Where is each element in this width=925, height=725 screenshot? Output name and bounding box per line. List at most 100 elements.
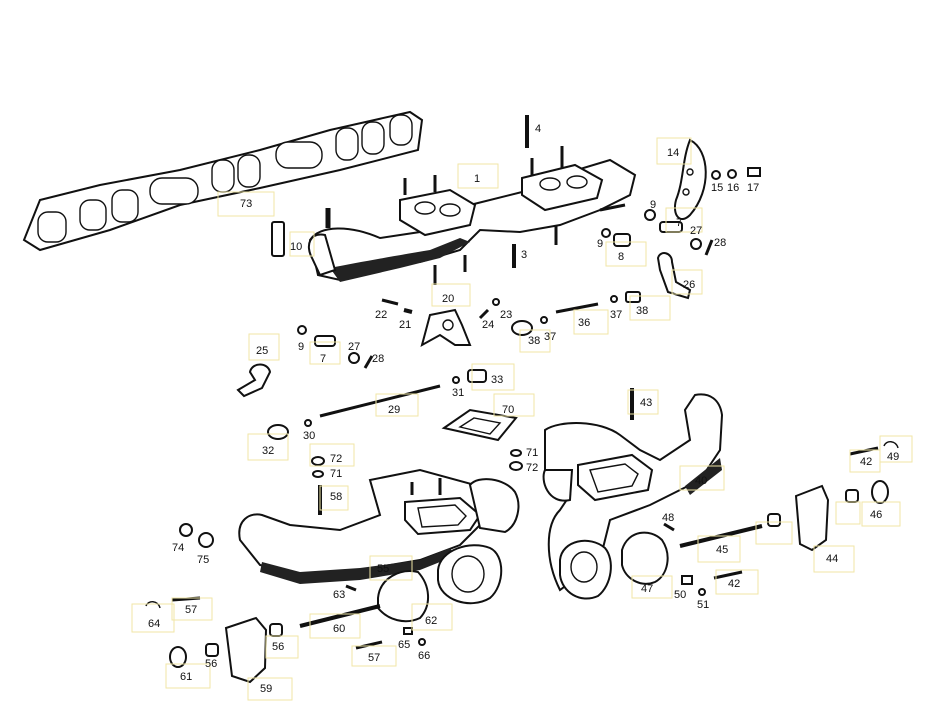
nut-72a — [311, 456, 325, 466]
bracket-20 — [420, 308, 472, 348]
bushing-56a — [205, 643, 219, 657]
cap-32 — [267, 424, 289, 440]
pin-57b — [355, 640, 383, 650]
label-17: 17 — [747, 182, 759, 194]
label-66: 66 — [418, 650, 430, 662]
pin-48 — [663, 522, 675, 532]
nut-33 — [467, 369, 487, 383]
label-32: 32 — [262, 445, 274, 457]
washer-27a — [690, 238, 702, 250]
screw-22 — [381, 298, 399, 306]
part-labels: 1 3 4 14 15 16 17 9 7 27 28 9 8 26 10 73… — [131, 123, 913, 701]
flap-44 — [794, 484, 830, 552]
label-24: 24 — [482, 319, 494, 331]
spring-46 — [871, 480, 889, 504]
washer-37a — [610, 295, 618, 303]
label-29: 29 — [388, 404, 400, 416]
label-63: 63 — [333, 589, 345, 601]
label-65: 65 — [398, 639, 410, 651]
intake-manifold-1 — [307, 146, 637, 285]
heat-shield-14 — [674, 138, 707, 220]
label-56b: 56 — [272, 641, 284, 653]
label-8: 8 — [618, 251, 624, 263]
label-9a: 9 — [650, 199, 656, 211]
boot-60 — [299, 570, 429, 628]
washer-51 — [698, 588, 706, 596]
washer-31 — [452, 376, 460, 384]
nut-16 — [727, 169, 737, 179]
label-71b: 71 — [526, 447, 538, 459]
label-51: 51 — [697, 599, 709, 611]
label-55: 55 — [377, 563, 389, 575]
clip-64 — [145, 601, 161, 609]
washer-74 — [179, 523, 193, 537]
nut-65 — [403, 627, 413, 635]
label-58: 58 — [330, 491, 342, 503]
label-28a: 28 — [714, 237, 726, 249]
label-7b: 7 — [320, 353, 326, 365]
stud-10 — [271, 221, 285, 257]
label-38b: 38 — [528, 335, 540, 347]
nut-75 — [198, 532, 214, 548]
spring-21 — [403, 308, 413, 314]
label-30: 30 — [303, 430, 315, 442]
bracket-25 — [236, 363, 272, 398]
label-23: 23 — [500, 309, 512, 321]
label-75: 75 — [197, 554, 209, 566]
washer-27b — [348, 352, 360, 364]
bushing-56b — [269, 623, 283, 637]
washer-15 — [711, 170, 721, 180]
label-72a: 72 — [330, 453, 342, 465]
label-33: 33 — [491, 374, 503, 386]
label-9b: 9 — [597, 238, 603, 250]
exhaust-manifold-55 — [238, 468, 520, 584]
label-42a: 42 — [860, 456, 872, 468]
pin-24 — [478, 308, 490, 320]
pin-23 — [492, 298, 500, 306]
label-16: 16 — [727, 182, 739, 194]
label-60: 60 — [333, 623, 345, 635]
fitting-7b — [314, 335, 336, 347]
fitting-8 — [613, 233, 631, 247]
label-42b: 42 — [728, 578, 740, 590]
washer-37b — [540, 316, 548, 324]
label-57b: 57 — [368, 652, 380, 664]
bracket-26 — [656, 252, 692, 300]
label-27b: 27 — [348, 341, 360, 353]
spring-61 — [169, 646, 187, 668]
clip-49 — [883, 441, 899, 449]
pin-28a — [704, 239, 714, 256]
label-15: 15 — [711, 182, 723, 194]
label-31: 31 — [452, 387, 464, 399]
label-61: 61 — [180, 671, 192, 683]
label-21: 21 — [399, 319, 411, 331]
label-47: 47 — [641, 583, 653, 595]
gasket-73 — [22, 110, 424, 252]
boot-47 — [621, 531, 669, 585]
label-28b: 28 — [372, 353, 384, 365]
rod-36 — [555, 302, 599, 314]
label-36: 36 — [578, 317, 590, 329]
label-73: 73 — [240, 198, 252, 210]
label-25: 25 — [256, 345, 268, 357]
washer-9a — [644, 209, 656, 221]
cap-38b — [511, 320, 533, 336]
bushing-41a — [767, 513, 781, 527]
label-74: 74 — [172, 542, 184, 554]
label-27a: 27 — [690, 225, 702, 237]
pin-42b — [713, 570, 743, 580]
washer-71a — [312, 470, 324, 478]
pin-28b — [363, 355, 374, 369]
label-45: 45 — [716, 544, 728, 556]
label-57a: 57 — [185, 604, 197, 616]
pin-42a — [849, 446, 879, 456]
label-71a: 71 — [330, 468, 342, 480]
washer-9b — [601, 228, 611, 238]
label-10: 10 — [290, 241, 302, 253]
bushing-41b — [845, 489, 859, 503]
label-3: 3 — [521, 249, 527, 261]
label-14: 14 — [667, 147, 679, 159]
rod-29 — [319, 384, 441, 418]
label-40: 40 — [695, 475, 707, 487]
